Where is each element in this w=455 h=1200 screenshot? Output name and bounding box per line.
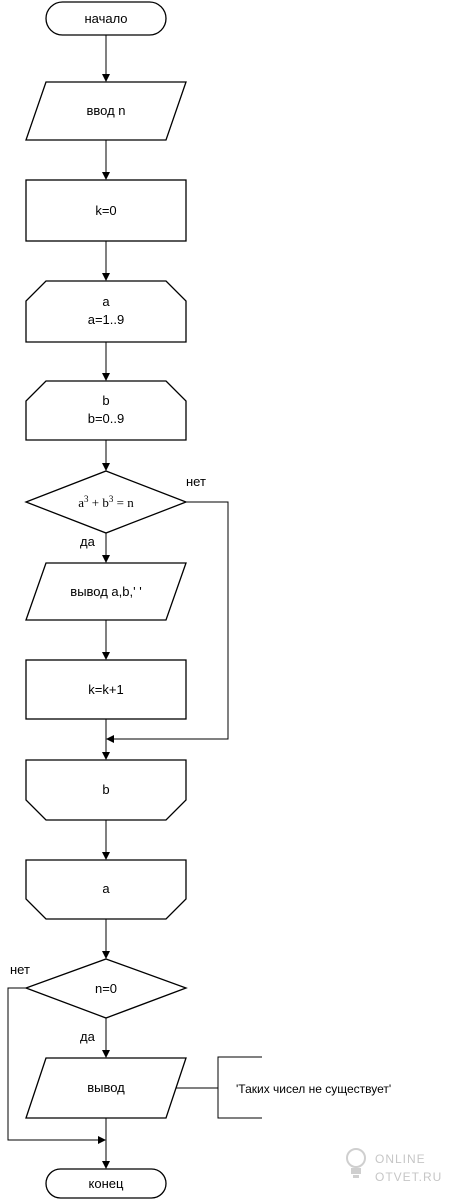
- arrowhead: [102, 373, 110, 381]
- arrowhead: [102, 852, 110, 860]
- loop-a-end-label: a: [102, 881, 110, 896]
- loop-a-range-label: a=1..9: [88, 312, 125, 327]
- watermark-line1: ONLINE: [375, 1152, 426, 1166]
- check-no-label: нет: [10, 962, 30, 977]
- end-label: конец: [89, 1176, 124, 1191]
- init-label: k=0: [95, 203, 116, 218]
- start-label: начало: [84, 11, 127, 26]
- end-node: конец: [45, 1168, 167, 1199]
- watermark: ONLINE OTVET.RU: [346, 1148, 442, 1184]
- loop-b-var-label: b: [102, 393, 109, 408]
- output-ab-label: вывод a,b,' ': [70, 584, 141, 599]
- arrowhead: [102, 172, 110, 180]
- arrowhead: [98, 1136, 106, 1144]
- loop-b-range-label: b=0..9: [88, 411, 125, 426]
- increment-label: k=k+1: [88, 682, 123, 697]
- check-n-node: n=0: [24, 958, 188, 1019]
- arrowhead: [102, 752, 110, 760]
- input-node: ввод n: [25, 81, 187, 141]
- loop-b-end-node: b: [25, 759, 187, 821]
- arrowhead: [102, 951, 110, 959]
- loop-b-end-label: b: [102, 782, 109, 797]
- loop-a-var-label: a: [102, 294, 110, 309]
- arrowhead: [102, 74, 110, 82]
- input-label: ввод n: [86, 103, 125, 118]
- loop-b-start-node: b b=0..9: [25, 380, 187, 441]
- init-node: k=0: [25, 179, 187, 242]
- arrowhead: [102, 273, 110, 281]
- arrowhead: [106, 735, 114, 743]
- condition-yes-label: да: [80, 534, 96, 549]
- arrowhead: [102, 463, 110, 471]
- start-node: начало: [45, 1, 167, 36]
- output-label: вывод: [87, 1080, 125, 1095]
- arrowhead: [102, 652, 110, 660]
- lightbulb-icon: [346, 1148, 366, 1178]
- condition-node: a3 + b3 = n: [24, 470, 188, 534]
- watermark-line2: OTVET.RU: [375, 1170, 442, 1184]
- check-yes-label: да: [80, 1029, 96, 1044]
- arrowhead: [102, 1050, 110, 1058]
- connectors: [7, 35, 262, 1169]
- condition-no-label: нет: [186, 474, 206, 489]
- loop-a-end-node: a: [25, 859, 187, 920]
- arrowhead: [102, 1161, 110, 1169]
- output-ab-node: вывод a,b,' ': [25, 562, 187, 621]
- output-node: вывод: [25, 1057, 187, 1119]
- arrowhead: [102, 555, 110, 563]
- condition-formula: a3 + b3 = n: [78, 494, 134, 510]
- loop-a-start-node: a a=1..9: [25, 280, 187, 343]
- comment-text: 'Таких чисел не существует': [236, 1082, 391, 1096]
- increment-node: k=k+1: [25, 659, 187, 720]
- check-n-label: n=0: [95, 981, 117, 996]
